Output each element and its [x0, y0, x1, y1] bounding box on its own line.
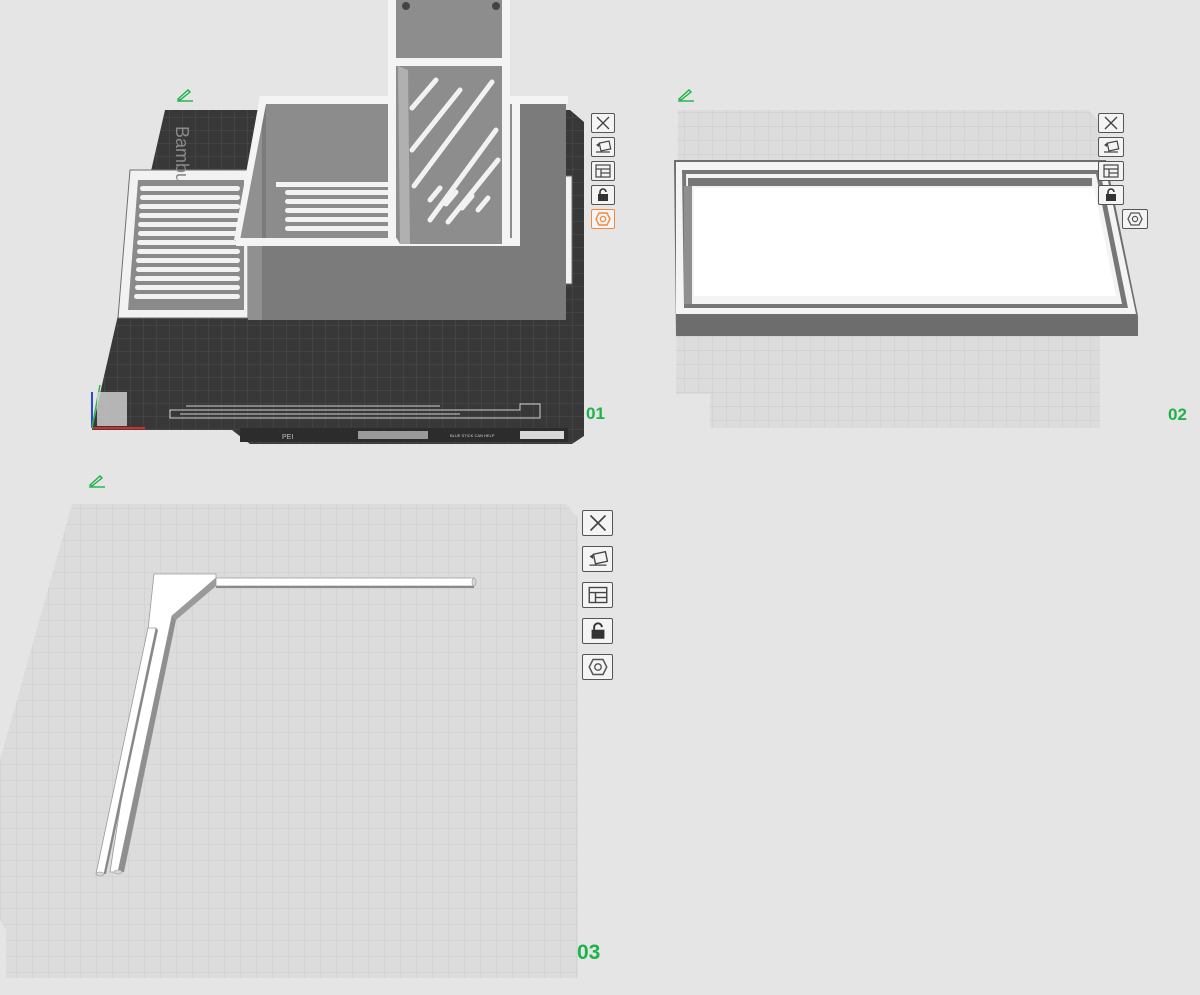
plate-02-view[interactable] [600, 0, 1200, 450]
plate-03-lock-button[interactable] [582, 618, 613, 644]
arrange-icon [595, 164, 611, 178]
slice-hex-icon [1127, 212, 1143, 226]
plate-03-orient-button[interactable] [582, 546, 613, 572]
plate-01-edit-icon[interactable] [176, 88, 194, 102]
plate-02-delete-button[interactable] [1098, 113, 1124, 133]
plate-02-toolbar [1098, 113, 1148, 229]
plate-02[interactable]: 02 [600, 0, 1200, 450]
close-icon [589, 514, 606, 532]
plate-01-view[interactable]: Bambu PEI BLUE STICK CAN HELP [0, 0, 620, 450]
slice-hex-icon [587, 658, 608, 676]
auto-orient-icon [596, 140, 612, 153]
plate-03-delete-button[interactable] [582, 510, 613, 536]
plate-01-lock-button[interactable] [591, 185, 615, 205]
auto-orient-icon [588, 550, 608, 566]
plate-01-number: 01 [586, 404, 605, 423]
close-icon [596, 116, 610, 130]
plate-03-slice-button[interactable] [582, 654, 613, 680]
plate-03-edit-icon[interactable] [88, 474, 106, 488]
plate-02-edit-icon[interactable] [677, 88, 695, 102]
plate-03-arrange-button[interactable] [582, 582, 613, 608]
plate-01-slice-button[interactable] [591, 209, 615, 229]
arrange-icon [1103, 164, 1119, 178]
bed-brand-label: Bambu [172, 126, 192, 183]
lock-icon [591, 622, 604, 639]
bed-tag-label: PEI [282, 434, 293, 441]
bed-notice-label: BLUE STICK CAN HELP [450, 433, 495, 438]
slice-hex-icon [595, 212, 611, 226]
plate-03-view[interactable] [0, 460, 640, 995]
plate-02-arrange-button[interactable] [1098, 161, 1124, 181]
arrange-icon [588, 586, 607, 604]
plate-01-orient-button[interactable] [591, 137, 615, 157]
plate-01-delete-button[interactable] [591, 113, 615, 133]
plate-03[interactable]: 03 [0, 460, 640, 995]
close-icon [1104, 116, 1118, 130]
plate-02-orient-button[interactable] [1098, 137, 1124, 157]
plate-03-toolbar [582, 510, 613, 680]
plate-01[interactable]: Bambu PEI BLUE STICK CAN HELP 01 [0, 0, 620, 450]
lock-icon [1106, 188, 1116, 201]
plate-02-number: 02 [1168, 405, 1187, 424]
plate-02-lock-button[interactable] [1098, 185, 1124, 205]
auto-orient-icon [1104, 140, 1120, 153]
plate-02-slice-button[interactable] [1122, 209, 1148, 229]
plate-03-number: 03 [577, 941, 601, 964]
plate-01-arrange-button[interactable] [591, 161, 615, 181]
plate-01-toolbar [591, 113, 615, 229]
lock-icon [598, 188, 608, 201]
